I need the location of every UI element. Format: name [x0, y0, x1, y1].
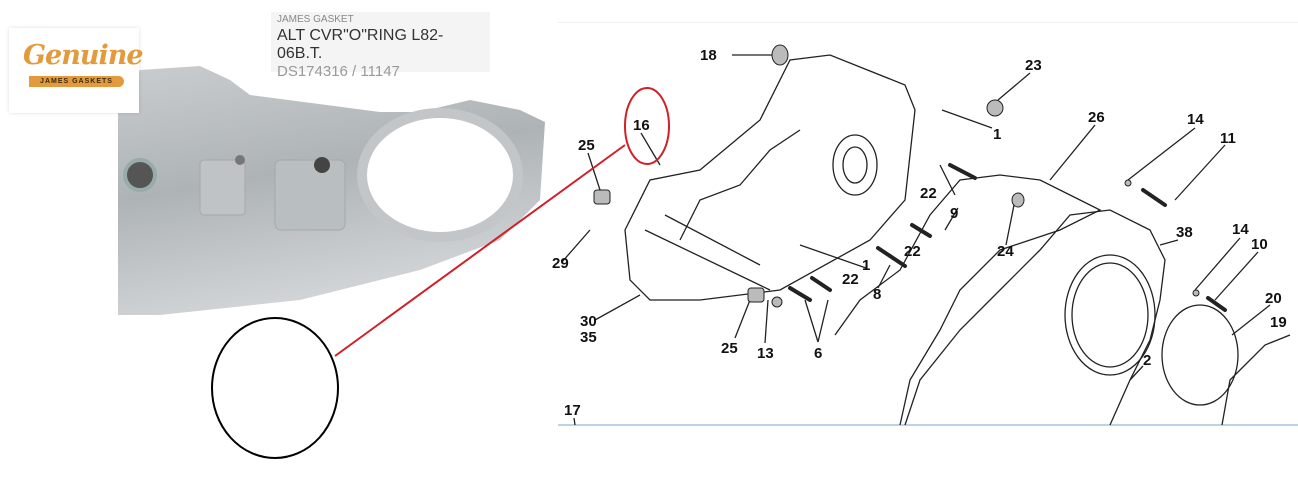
brand-logo: Genuine JAMES GASKETS	[9, 28, 144, 113]
zoom-circle	[211, 317, 339, 459]
logo-script: Genuine	[23, 40, 144, 71]
logo-band: JAMES GASKETS	[29, 76, 124, 87]
product-brand: JAMES GASKET	[277, 14, 354, 25]
product-sku: DS174316 / 11147	[277, 63, 400, 80]
product-info: JAMES GASKET ALT CVR"O"RING L82-06B.T. D…	[271, 12, 490, 80]
diagram-divider	[558, 424, 1298, 426]
parts-diagram	[558, 22, 1298, 426]
product-title: ALT CVR"O"RING L82-06B.T.	[277, 27, 444, 62]
